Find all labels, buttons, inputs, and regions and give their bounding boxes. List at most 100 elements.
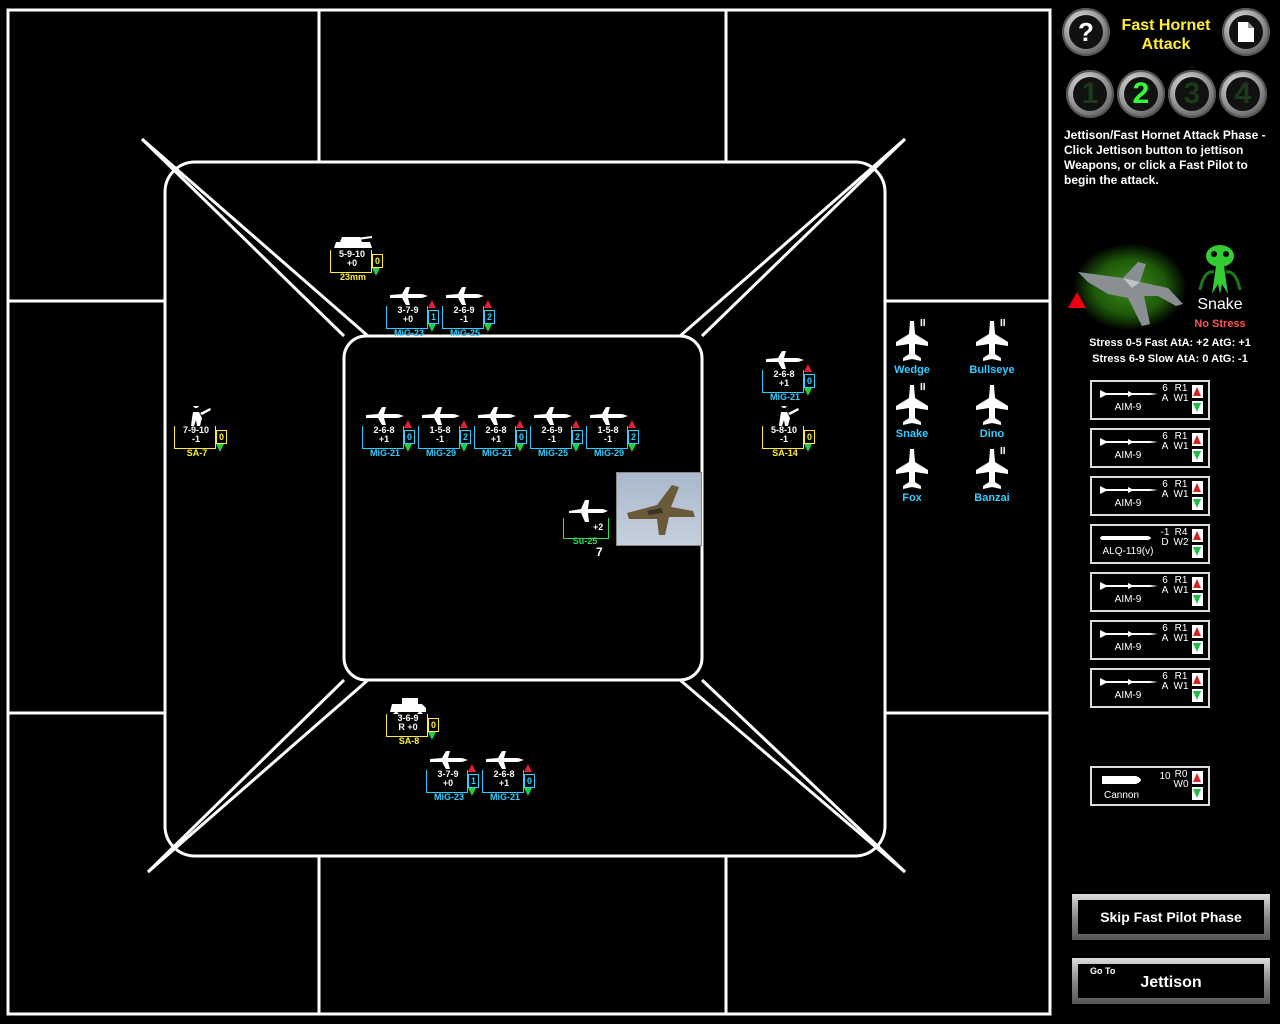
weapon-weight: W2: [1173, 537, 1189, 548]
counter-level: 2: [484, 310, 495, 324]
counter-name: SA-8: [398, 736, 420, 746]
counter-name: MiG-21: [489, 792, 520, 802]
level-down-icon: [404, 444, 412, 452]
cannon-value: 10: [1159, 771, 1171, 782]
weapon-name: AIM-9: [1114, 498, 1142, 509]
target-photo: [616, 472, 702, 546]
target-counter[interactable]: +2 Su-25 7: [563, 496, 617, 559]
counter-stat-1: 2-6-9: [453, 305, 475, 315]
missile-icon: [1100, 630, 1158, 638]
weapon-value: -1: [1160, 527, 1170, 538]
weapon-range: R1: [1174, 479, 1188, 490]
counter-level: 2: [572, 430, 583, 444]
snake-avatar-icon: [1198, 245, 1242, 294]
phase-title-line2: Attack: [1141, 36, 1191, 53]
phase-button-2[interactable]: 2: [1117, 70, 1165, 118]
weapon-up-arrow-icon[interactable]: [1192, 625, 1203, 638]
level-down-icon: [428, 324, 436, 332]
weapon-up-arrow-icon[interactable]: [1192, 529, 1203, 542]
weapon-range: R4: [1174, 527, 1188, 538]
target-count: 7: [596, 545, 603, 559]
weapon-down-arrow-icon[interactable]: [1192, 449, 1203, 462]
pilot-name: Snake: [1197, 296, 1243, 313]
hornet-icon: [896, 449, 928, 489]
cannon-down-arrow-icon[interactable]: [1192, 787, 1203, 800]
phase-button-3[interactable]: 3: [1168, 70, 1216, 118]
counter-name: MiG-21: [769, 392, 800, 402]
counter-name: SA-7: [186, 448, 208, 458]
counter-name: MiG-23: [393, 328, 424, 338]
phase-button-1[interactable]: 1: [1066, 70, 1114, 118]
log-button[interactable]: [1222, 8, 1270, 56]
weapon-value: 6: [1162, 623, 1168, 634]
instructions: Jettison/Fast Hornet Attack Phase - Clic…: [1064, 128, 1266, 187]
weapon-down-arrow-icon[interactable]: [1192, 689, 1203, 702]
weapon-down-arrow-icon[interactable]: [1192, 641, 1203, 654]
weapon-down-arrow-icon[interactable]: [1192, 497, 1203, 510]
weapon-up-arrow-icon[interactable]: [1192, 577, 1203, 590]
counter-name: MiG-29: [593, 448, 624, 458]
board-lines: [6, 8, 1052, 1016]
cannon-weight: W0: [1173, 779, 1189, 790]
target-mod: +2: [593, 522, 604, 532]
weapon-name: AIM-9: [1114, 402, 1142, 413]
counter-name: MiG-25: [537, 448, 568, 458]
cannon-up-arrow-icon[interactable]: [1192, 771, 1203, 784]
squadron-pilot-fox[interactable]: Fox: [882, 446, 942, 506]
skip-fast-pilot-button[interactable]: Skip Fast Pilot Phase: [1072, 894, 1270, 940]
weapon-weight: W1: [1173, 393, 1189, 404]
level-up-icon: [524, 764, 532, 772]
phase-button-4[interactable]: 4: [1219, 70, 1267, 118]
squadron-pilot-dino[interactable]: Dino: [962, 382, 1022, 442]
goto-jettison-button[interactable]: Go To Jettison: [1072, 958, 1270, 1004]
weapon-value: 6: [1162, 671, 1168, 682]
counter-stat-2: -1: [435, 434, 444, 444]
missile-icon: [1100, 486, 1158, 494]
weapon-up-arrow-icon[interactable]: [1192, 673, 1203, 686]
weapon-down-arrow-icon[interactable]: [1192, 593, 1203, 606]
cannon-range: R0: [1174, 769, 1188, 780]
weapon-down-arrow-icon[interactable]: [1192, 545, 1203, 558]
weapon-up-arrow-icon[interactable]: [1192, 481, 1203, 494]
counter-stat-1: 7-9-10: [182, 425, 209, 435]
level-down-icon: [524, 788, 532, 796]
weapon-weight: W1: [1173, 441, 1189, 452]
active-aircraft[interactable]: [1064, 240, 1190, 332]
weapon-value: 6: [1162, 431, 1168, 442]
help-button[interactable]: ?: [1062, 8, 1110, 56]
weapon-name: AIM-9: [1114, 690, 1142, 701]
weapon-up-arrow-icon[interactable]: [1192, 385, 1203, 398]
weapon-type: A: [1161, 681, 1169, 692]
weapon-up-arrow-icon[interactable]: [1192, 433, 1203, 446]
weapon-down-arrow-icon[interactable]: [1192, 401, 1203, 414]
phase-number: 1: [1073, 77, 1107, 111]
jet-icon: [486, 751, 524, 769]
